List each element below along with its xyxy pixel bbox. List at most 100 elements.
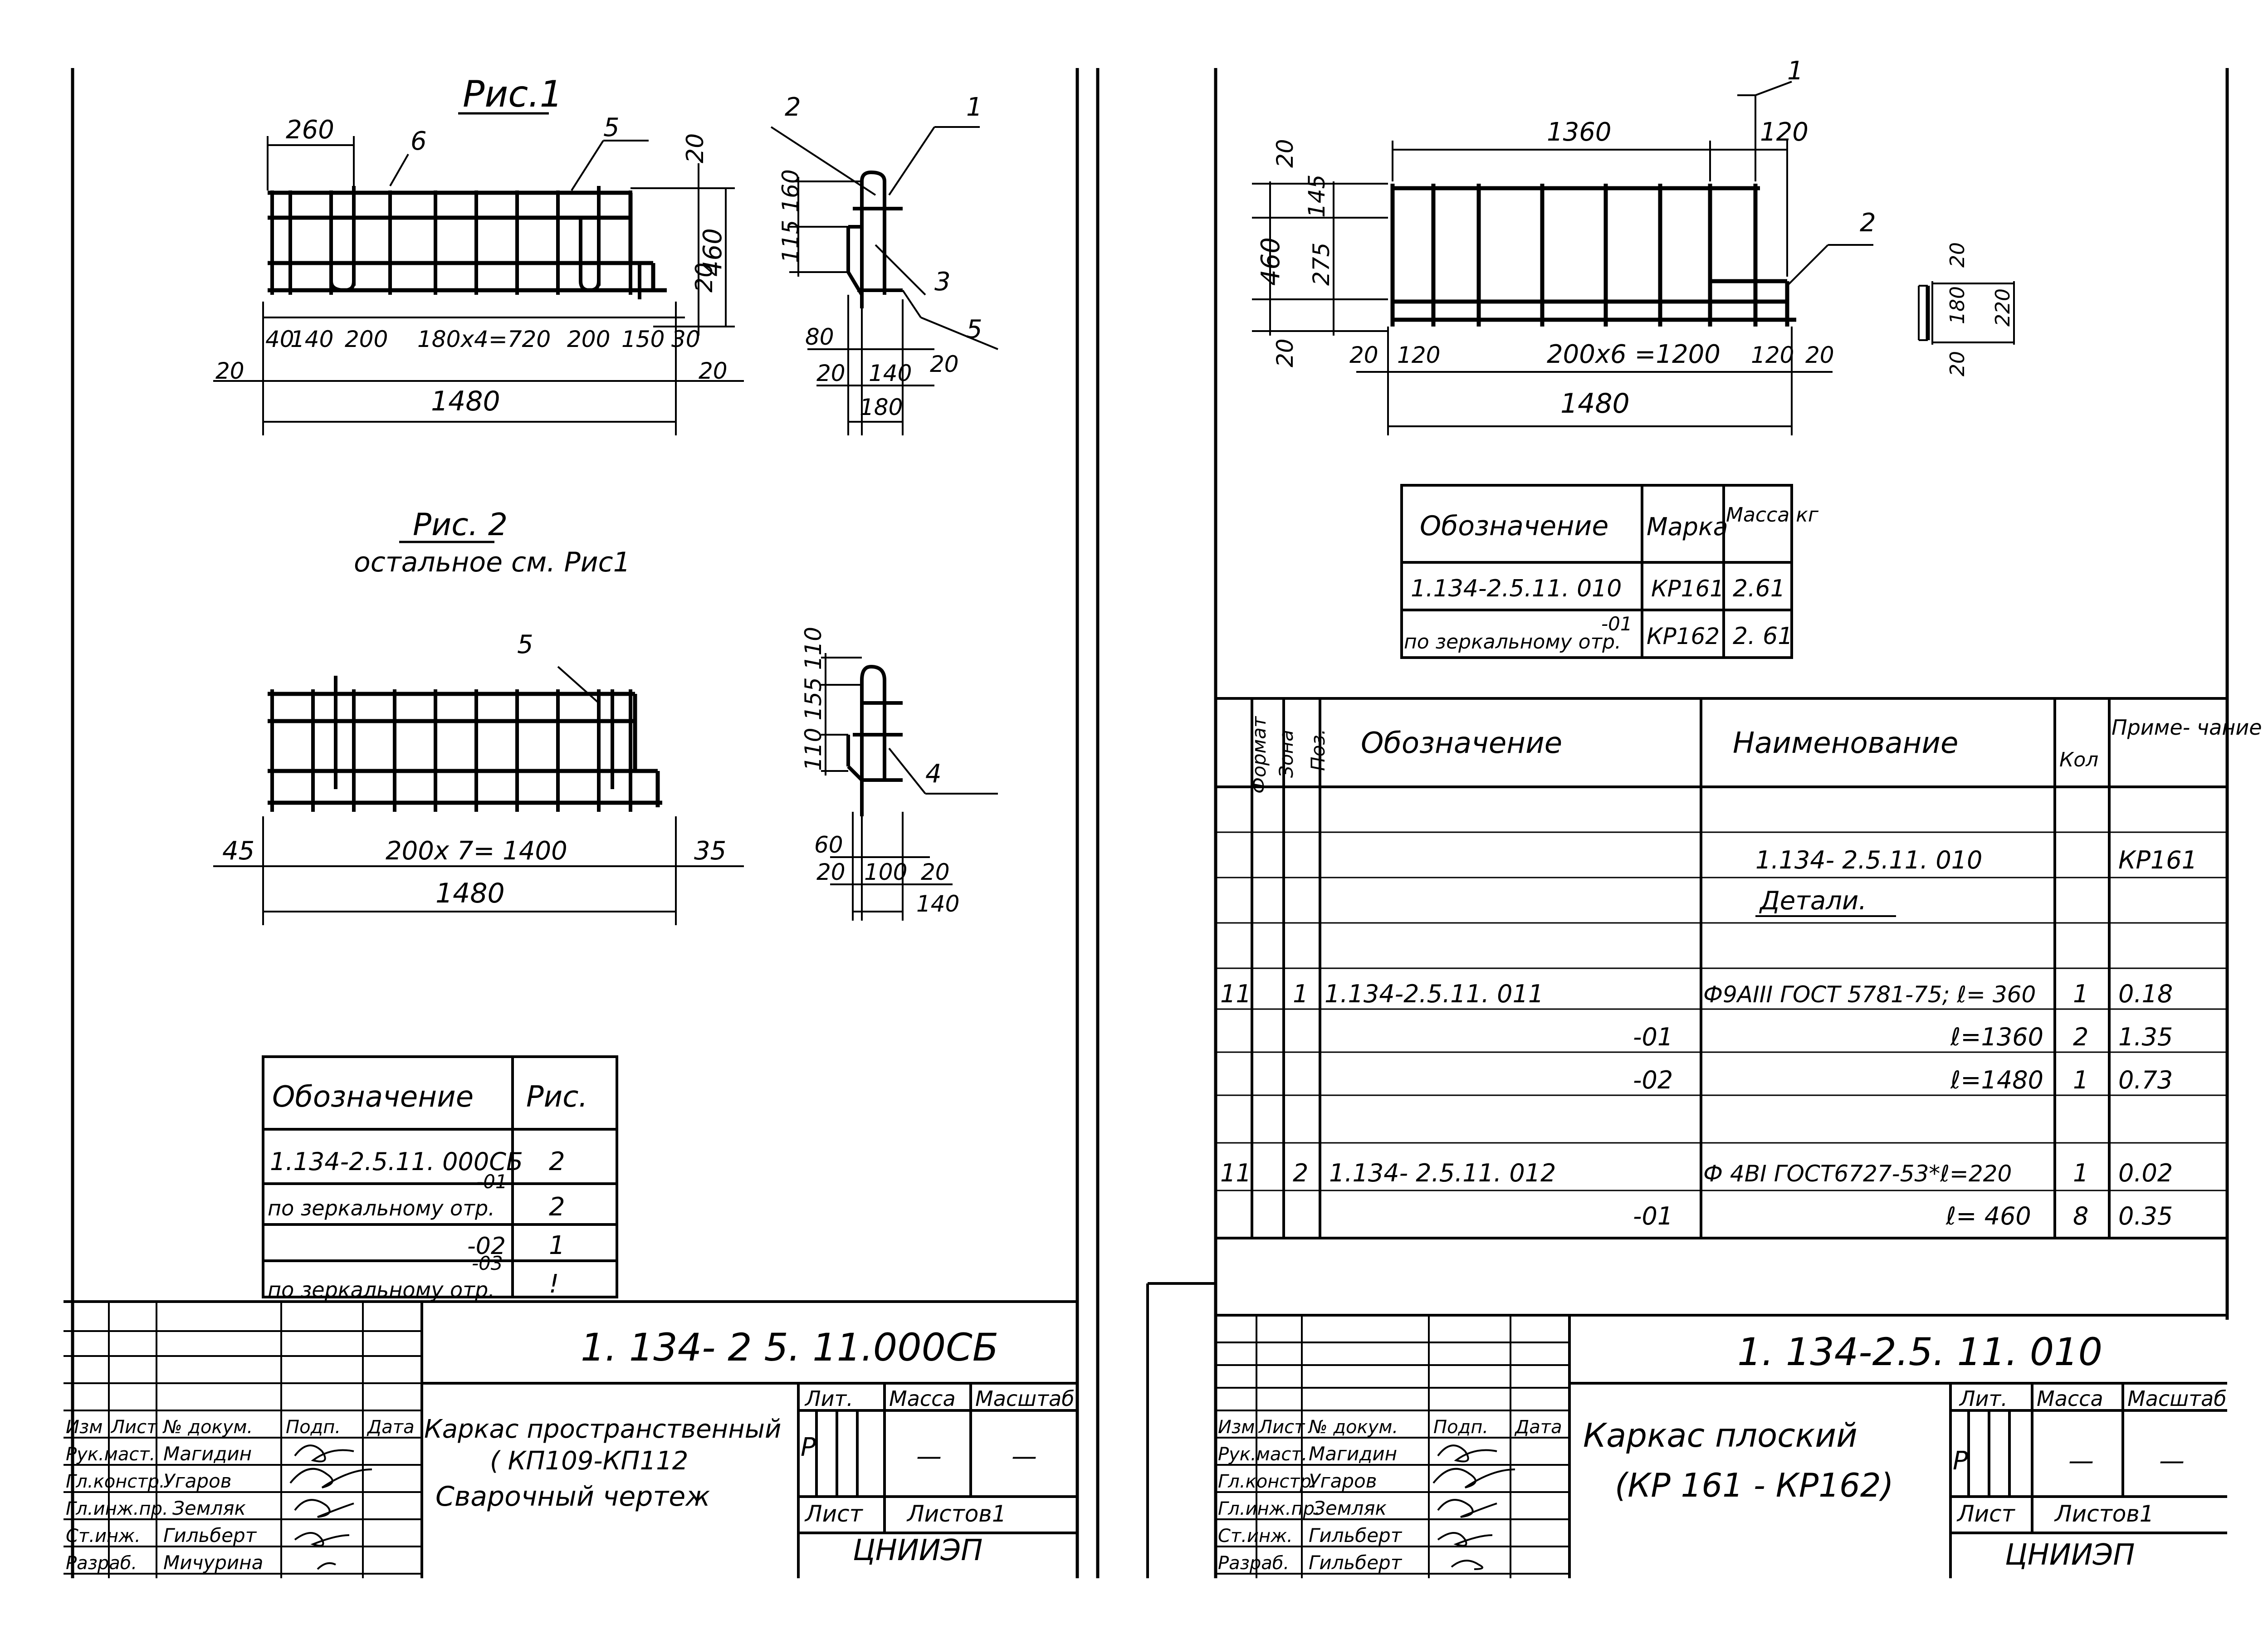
right-vdim-20b: 20 <box>1272 338 1298 367</box>
right-small-vdim-20a: 20 <box>1946 242 1969 268</box>
spec-r10-name: ℓ= 460 <box>1945 1202 2031 1230</box>
left-title-code: 1. 134- 2 5. 11.000СБ <box>581 1325 998 1370</box>
left-title-name-line3: Сварочный чертеж <box>435 1481 710 1512</box>
mark-header-designation: Обозначение <box>1420 510 1608 542</box>
spec-header-zone: Зона <box>1275 730 1297 778</box>
fig1-dim-200b: 200 <box>567 326 610 352</box>
fig1-dim-200a: 200 <box>345 326 388 352</box>
left-title-lit-label: Лит. <box>804 1386 853 1411</box>
right-col-sign: Подп. <box>1433 1417 1488 1438</box>
fig1-section: 2 1 3 5 115 160 80 20 140 20 180 <box>770 93 998 435</box>
fig1-dim-460: 460 <box>698 228 728 277</box>
left-name-5: Мичурина <box>163 1551 263 1574</box>
right-small-vdim-180: 180 <box>1946 286 1969 324</box>
right-title-scale: — <box>2159 1446 2185 1476</box>
right-role-1: Рук.маст. <box>1218 1444 1307 1465</box>
fig1s-leader-1: 1 <box>966 93 982 122</box>
right-role-4: Ст.инж. <box>1218 1526 1293 1546</box>
spec-r9-note: 0.02 <box>2118 1159 2173 1187</box>
fig2-caption: Рис. 2 <box>413 507 508 543</box>
left-table-row2-ref: 2 <box>549 1192 565 1222</box>
fig1-leader-5: 5 <box>603 113 620 142</box>
left-title-scale-label: Масштаб <box>975 1386 1075 1411</box>
left-role-5: Разраб. <box>66 1553 137 1574</box>
right-dim-120-right: 120 <box>1751 342 1794 368</box>
right-dim-1200: 200х6 =1200 <box>1547 340 1721 369</box>
spec-r9-fmt: 11 <box>1220 1159 1251 1187</box>
right-col-list: Лист <box>1258 1417 1305 1438</box>
left-table-row2-variant: -01 <box>476 1171 508 1193</box>
spec-r3-name: Детали. <box>1759 886 1867 916</box>
fig1-dim-720: 180х4=720 <box>417 326 551 352</box>
spec-r7-note: 0.73 <box>2118 1066 2173 1094</box>
fig1-caption: Рис.1 <box>463 73 563 115</box>
fig2s-dim-100: 100 <box>864 859 907 885</box>
left-title-org: ЦНИИЭП <box>853 1534 982 1567</box>
fig2-overall: 1480 <box>435 878 505 909</box>
left-signatures <box>289 1444 372 1570</box>
right-role-2: Гл.констр. <box>1218 1471 1317 1492</box>
fig1s-leader-2: 2 <box>785 93 801 122</box>
right-title-sheets-label: Листов1 <box>2054 1501 2154 1527</box>
right-title-code: 1. 134-2.5. 11. 010 <box>1737 1330 2102 1374</box>
right-vdim-275: 275 <box>1308 243 1334 286</box>
spec-r9-pos: 2 <box>1293 1159 1308 1187</box>
spec-r10-qty: 8 <box>2073 1202 2088 1230</box>
fig1s-vdims: 115 160 <box>777 169 804 263</box>
fig1-drawing: Рис.1 <box>213 73 744 435</box>
right-dim-20-left: 20 <box>1349 342 1378 368</box>
mark-row2-mass: 2. 61 <box>1733 623 1793 650</box>
right-small-vdim-20b: 20 <box>1946 351 1969 376</box>
right-title-lit-label: Лит. <box>1959 1386 2008 1411</box>
spec-r10-note: 0.35 <box>2118 1202 2173 1230</box>
right-role-5: Разраб. <box>1218 1553 1289 1574</box>
right-dim-20-right: 20 <box>1805 342 1834 368</box>
left-role-4: Ст.инж. <box>66 1526 141 1546</box>
fig1s-leader-5: 5 <box>966 315 982 344</box>
right-col-izm: Изм <box>1218 1417 1255 1438</box>
right-title-name-line2: (КР 161 - КР162) <box>1615 1466 1894 1504</box>
right-dim-1360: 1360 <box>1547 117 1612 147</box>
spec-r2-name: 1.134- 2.5.11. 010 <box>1755 846 1982 874</box>
right-specification: Формат Зона Поз. Обозначение Наименовани… <box>1216 697 2262 1239</box>
right-title-stage: Р <box>1953 1446 1968 1476</box>
spec-r2-note: КР161 <box>2118 846 2197 874</box>
right-small-vdim-220: 220 <box>1991 288 2014 327</box>
right-title-name-line1: Каркас плоский <box>1583 1416 1857 1454</box>
left-name-2: Угаров <box>163 1470 232 1492</box>
left-table-header-ref: Рис. <box>526 1080 588 1114</box>
left-title-stage: Р <box>801 1433 816 1462</box>
spec-r5-qty: 1 <box>2073 980 2088 1008</box>
right-leader-1: 1 <box>1787 56 1804 86</box>
left-table-row1-designation: 1.134-2.5.11. 000СБ <box>270 1147 523 1176</box>
right-title-mass-label: Масса <box>2037 1386 2103 1411</box>
left-table-row4-ref: ! <box>549 1269 559 1299</box>
left-name-3: Земляк <box>172 1497 246 1519</box>
spec-r9-qty: 1 <box>2073 1159 2088 1187</box>
spec-r6-note: 1.35 <box>2118 1023 2173 1051</box>
spec-r5-fmt: 11 <box>1220 980 1251 1008</box>
fig1s-dim-180: 180 <box>860 394 903 420</box>
spec-header-designation: Обозначение <box>1361 727 1562 760</box>
left-title-sheet-label: Лист <box>804 1501 864 1527</box>
spec-r9-name: Ф 4ВI ГОСТ6727-53*ℓ=220 <box>1703 1161 2012 1187</box>
left-role-1: Рук.маст. <box>66 1444 155 1465</box>
right-title-org: ЦНИИЭП <box>2005 1538 2135 1572</box>
mark-row2-mark: КР162 <box>1647 623 1720 649</box>
spec-header-format: Формат <box>1248 716 1270 794</box>
right-col-doc: № докум. <box>1308 1417 1398 1438</box>
left-title-sheets-label: Листов1 <box>906 1501 1007 1527</box>
right-vdim-460: 460 <box>1256 237 1286 286</box>
fig1-dim-140: 140 <box>290 326 333 352</box>
spec-r5-pos: 1 <box>1293 980 1308 1008</box>
spec-r6-name: ℓ=1360 <box>1950 1023 2043 1051</box>
mark-header-mass: Масса кг <box>1726 503 1819 527</box>
mark-row1-designation: 1.134-2.5.11. 010 <box>1411 575 1622 602</box>
right-vdim-145: 145 <box>1304 175 1330 218</box>
right-title-mass: — <box>2068 1446 2094 1476</box>
fig2-subcaption: остальное см. Рис1 <box>354 546 631 578</box>
mark-row1-mark: КР161 <box>1651 576 1724 602</box>
spec-r7-name: ℓ=1480 <box>1950 1066 2043 1094</box>
left-table-header-designation: Обозначение <box>272 1080 474 1114</box>
